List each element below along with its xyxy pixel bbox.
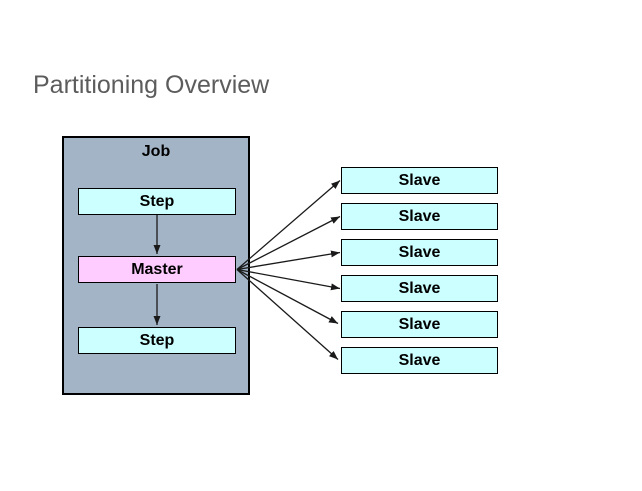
slave-box: Slave — [341, 239, 498, 266]
fan-arrow-master-to-slave-1 — [236, 180, 341, 270]
master-box: Master — [78, 256, 236, 283]
slave-box: Slave — [341, 347, 498, 374]
step-box-top: Step — [78, 188, 236, 215]
fan-arrow-master-to-slave-5 — [236, 268, 339, 325]
slave-box: Slave — [341, 203, 498, 230]
fan-arrow-master-to-slave-2 — [236, 215, 341, 271]
slave-box: Slave — [341, 275, 498, 302]
fan-arrow-master-to-slave-6 — [236, 269, 339, 360]
fan-arrow-master-to-slave-4 — [236, 268, 341, 291]
slave-box: Slave — [341, 311, 498, 338]
slave-box: Slave — [341, 167, 498, 194]
fan-arrow-master-to-slave-3 — [236, 250, 341, 271]
job-label: Job — [141, 143, 171, 160]
step-box-bottom: Step — [78, 327, 236, 354]
slide-title: Partitioning Overview — [33, 71, 270, 99]
